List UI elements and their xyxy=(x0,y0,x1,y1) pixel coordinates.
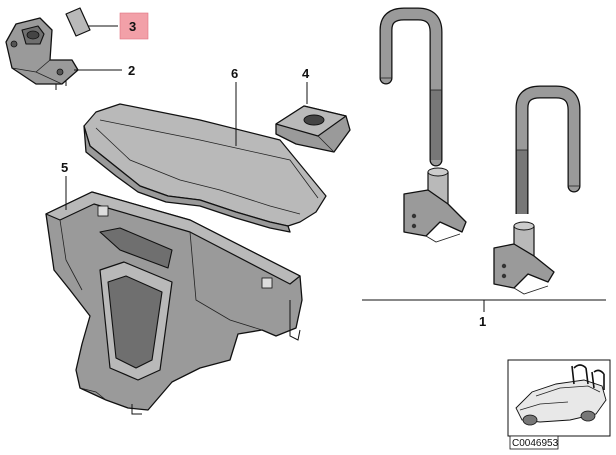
callout-4[interactable]: 4 xyxy=(302,66,310,81)
part-4-cup-insert[interactable] xyxy=(275,105,351,153)
callout-5[interactable]: 5 xyxy=(61,160,68,175)
reference-box xyxy=(509,435,559,450)
part-2-holder[interactable] xyxy=(5,17,79,90)
callout-1[interactable]: 1 xyxy=(479,314,486,329)
callout-3[interactable]: 3 xyxy=(129,19,136,34)
callout-2[interactable]: 2 xyxy=(128,63,135,78)
part-3-cap[interactable] xyxy=(65,7,91,37)
part-6-armrest-lid[interactable] xyxy=(83,103,327,233)
part-5-console-housing[interactable] xyxy=(45,191,303,415)
part-1-rollbar-right[interactable] xyxy=(493,85,581,295)
part-1-rollbar-left[interactable] xyxy=(379,7,467,243)
callout-6[interactable]: 6 xyxy=(231,66,238,81)
callout-3-highlight xyxy=(119,12,149,40)
vehicle-location-inset xyxy=(507,359,611,437)
reference-number: C0046953 xyxy=(512,438,559,449)
